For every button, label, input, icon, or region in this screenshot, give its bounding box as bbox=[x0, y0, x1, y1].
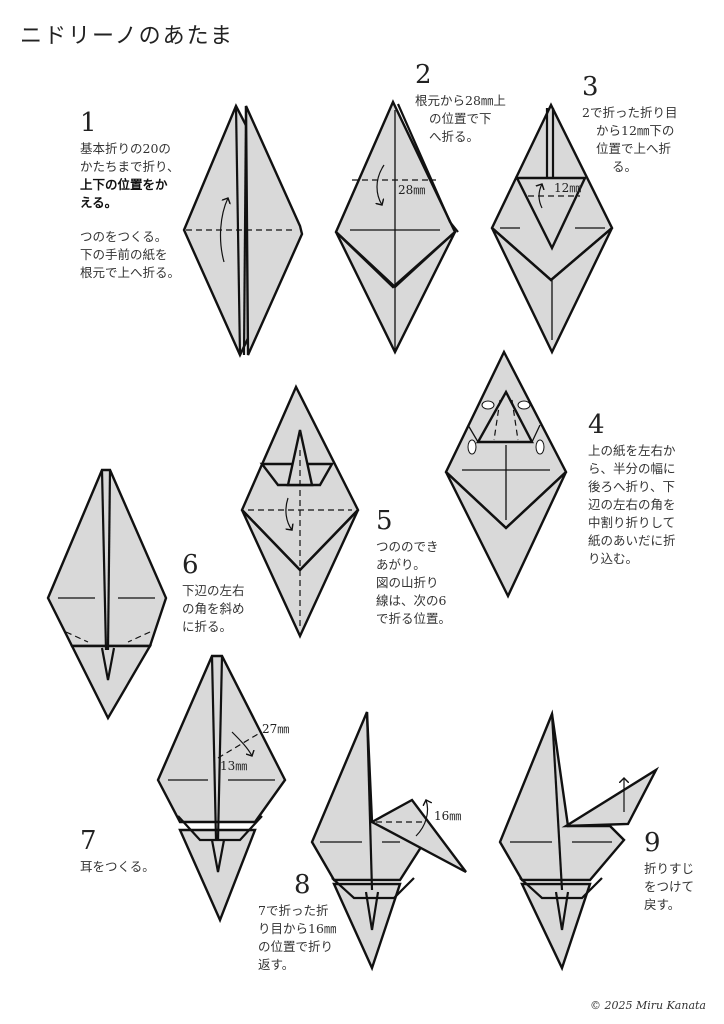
step-4: 4 上の紙を左右か ら、半分の幅に 後ろへ折り、下 辺の左右の角を 中割り折りし… bbox=[588, 412, 676, 568]
step-instructions: 耳をつくる。 bbox=[80, 859, 155, 874]
step-8: 8 7で折った折 り目から16㎜ の位置で折り 返す。 bbox=[258, 872, 336, 974]
step-number: 7 bbox=[80, 826, 97, 856]
step-2: 2 根元から28㎜上 の位置で下 へ折る。 bbox=[415, 62, 506, 146]
diagram-step-3: 12㎜ bbox=[490, 102, 614, 355]
step-5: 5 つののでき あがり。 図の山折り 線は、次の6 で折る位置。 bbox=[376, 508, 451, 628]
step-number: 2 bbox=[415, 60, 432, 90]
diagram-step-1 bbox=[182, 103, 304, 358]
step-number: 9 bbox=[644, 828, 661, 858]
step-6: 6 下辺の左右 の角を斜め に折る。 bbox=[182, 552, 245, 636]
step-number: 3 bbox=[582, 72, 599, 102]
diagram-step-2: 28㎜ bbox=[334, 99, 459, 355]
diagram-step-9 bbox=[498, 709, 660, 972]
diagram-step-5 bbox=[240, 384, 360, 639]
step-instructions: 下辺の左右 の角を斜め に折る。 bbox=[182, 583, 245, 634]
step-instructions: 2で折った折り目 から12㎜下の 位置で上へ折 る。 bbox=[582, 105, 678, 174]
step-number: 8 bbox=[294, 870, 311, 900]
measure-27mm: 27㎜ bbox=[262, 722, 289, 736]
step-7: 7 耳をつくる。 bbox=[80, 828, 155, 876]
step-instructions: 基本折りの20の かたちまで折り、 上下の位置をか える。 つのをつくる。 下の… bbox=[80, 141, 181, 280]
step-number: 1 bbox=[80, 108, 97, 138]
step-instructions: 上の紙を左右か ら、半分の幅に 後ろへ折り、下 辺の左右の角を 中割り折りして … bbox=[588, 443, 676, 566]
step-instructions: 折りすじ をつけて 戻す。 bbox=[644, 861, 695, 912]
diagram-step-7: 27㎜ 13㎜ bbox=[156, 654, 289, 924]
copyright-notice: © 2025 Miru Kanata bbox=[589, 999, 706, 1012]
diagram-step-4 bbox=[444, 349, 568, 599]
step-number: 5 bbox=[376, 506, 393, 536]
step-1: 1 基本折りの20の かたちまで折り、 上下の位置をか える。 つのをつくる。 … bbox=[80, 110, 180, 282]
measure-28mm: 28㎜ bbox=[398, 183, 425, 197]
step-3: 3 2で折った折り目 から12㎜下の 位置で上へ折 る。 bbox=[582, 74, 677, 176]
diagram-step-8: 16㎜ bbox=[310, 711, 467, 972]
step-number: 4 bbox=[588, 410, 605, 440]
step-9: 9 折りすじ をつけて 戻す。 bbox=[644, 830, 694, 914]
diagram-step-6 bbox=[46, 468, 168, 721]
step-instructions: 根元から28㎜上 の位置で下 へ折る。 bbox=[415, 93, 506, 144]
page-title: ニドリーノのあたま bbox=[20, 24, 235, 49]
step-instructions: 7で折った折 り目から16㎜ の位置で折り 返す。 bbox=[258, 903, 337, 972]
measure-13mm: 13㎜ bbox=[220, 759, 247, 773]
measure-12mm: 12㎜ bbox=[554, 181, 581, 195]
measure-16mm: 16㎜ bbox=[434, 809, 461, 823]
step-number: 6 bbox=[182, 550, 199, 580]
step-instructions: つののでき あがり。 図の山折り 線は、次の6 で折る位置。 bbox=[376, 539, 452, 626]
